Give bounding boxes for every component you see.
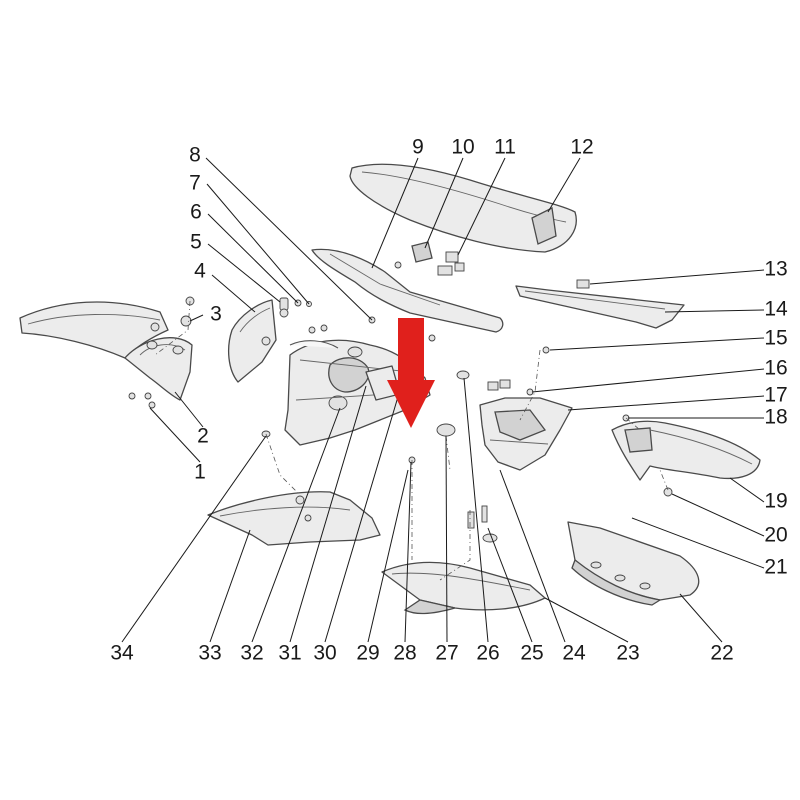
callout-14: 14 (764, 298, 788, 321)
callout-29: 29 (356, 642, 379, 665)
highlight-arrow (387, 318, 435, 428)
callout-1: 1 (194, 461, 206, 484)
number-plate-tray (567, 521, 700, 606)
assembly-lines (154, 300, 669, 581)
callout-21: 21 (764, 556, 787, 579)
callout-24: 24 (562, 642, 586, 665)
callout-31: 31 (278, 642, 301, 665)
callout-20: 20 (764, 524, 787, 547)
frame-assembly (284, 324, 431, 446)
rear-fender (611, 414, 761, 481)
callout-8: 8 (189, 144, 201, 167)
side-panel-left (207, 491, 381, 546)
clips (394, 241, 465, 276)
callout-9: 9 (412, 136, 424, 159)
callout-18: 18 (764, 406, 787, 429)
tank-cover (311, 248, 504, 333)
callout-16: 16 (764, 357, 787, 380)
headlight-mask (227, 299, 277, 383)
callout-labels: 1 2 3 4 5 6 7 8 9 10 11 12 13 14 15 16 1… (110, 136, 788, 665)
callout-25: 25 (520, 642, 543, 665)
callout-11: 11 (494, 136, 516, 159)
callout-28: 28 (393, 642, 416, 665)
callout-15: 15 (764, 327, 787, 350)
callout-6: 6 (190, 201, 202, 224)
highlight-arrow-head (387, 380, 435, 428)
callout-30: 30 (313, 642, 336, 665)
callout-22: 22 (710, 642, 733, 665)
front-fender (19, 301, 193, 401)
callout-19: 19 (764, 490, 787, 513)
callout-13: 13 (764, 258, 787, 281)
fender-bolts (128, 296, 195, 409)
callout-2: 2 (197, 425, 209, 448)
callout-34: 34 (110, 642, 134, 665)
callout-5: 5 (190, 231, 202, 254)
callout-32: 32 (240, 642, 263, 665)
side-rail (515, 279, 685, 329)
leader-lines (121, 157, 765, 643)
rear-bolt (663, 487, 673, 497)
airbox (479, 379, 573, 471)
callout-7: 7 (189, 172, 201, 195)
callout-3: 3 (210, 303, 222, 326)
callout-10: 10 (451, 136, 474, 159)
highlight-arrow-shaft (398, 318, 424, 382)
callout-17: 17 (764, 384, 787, 407)
callout-12: 12 (570, 136, 593, 159)
callout-26: 26 (476, 642, 499, 665)
callout-33: 33 (198, 642, 221, 665)
callout-27: 27 (435, 642, 458, 665)
callout-23: 23 (616, 642, 639, 665)
callout-4: 4 (194, 260, 206, 283)
